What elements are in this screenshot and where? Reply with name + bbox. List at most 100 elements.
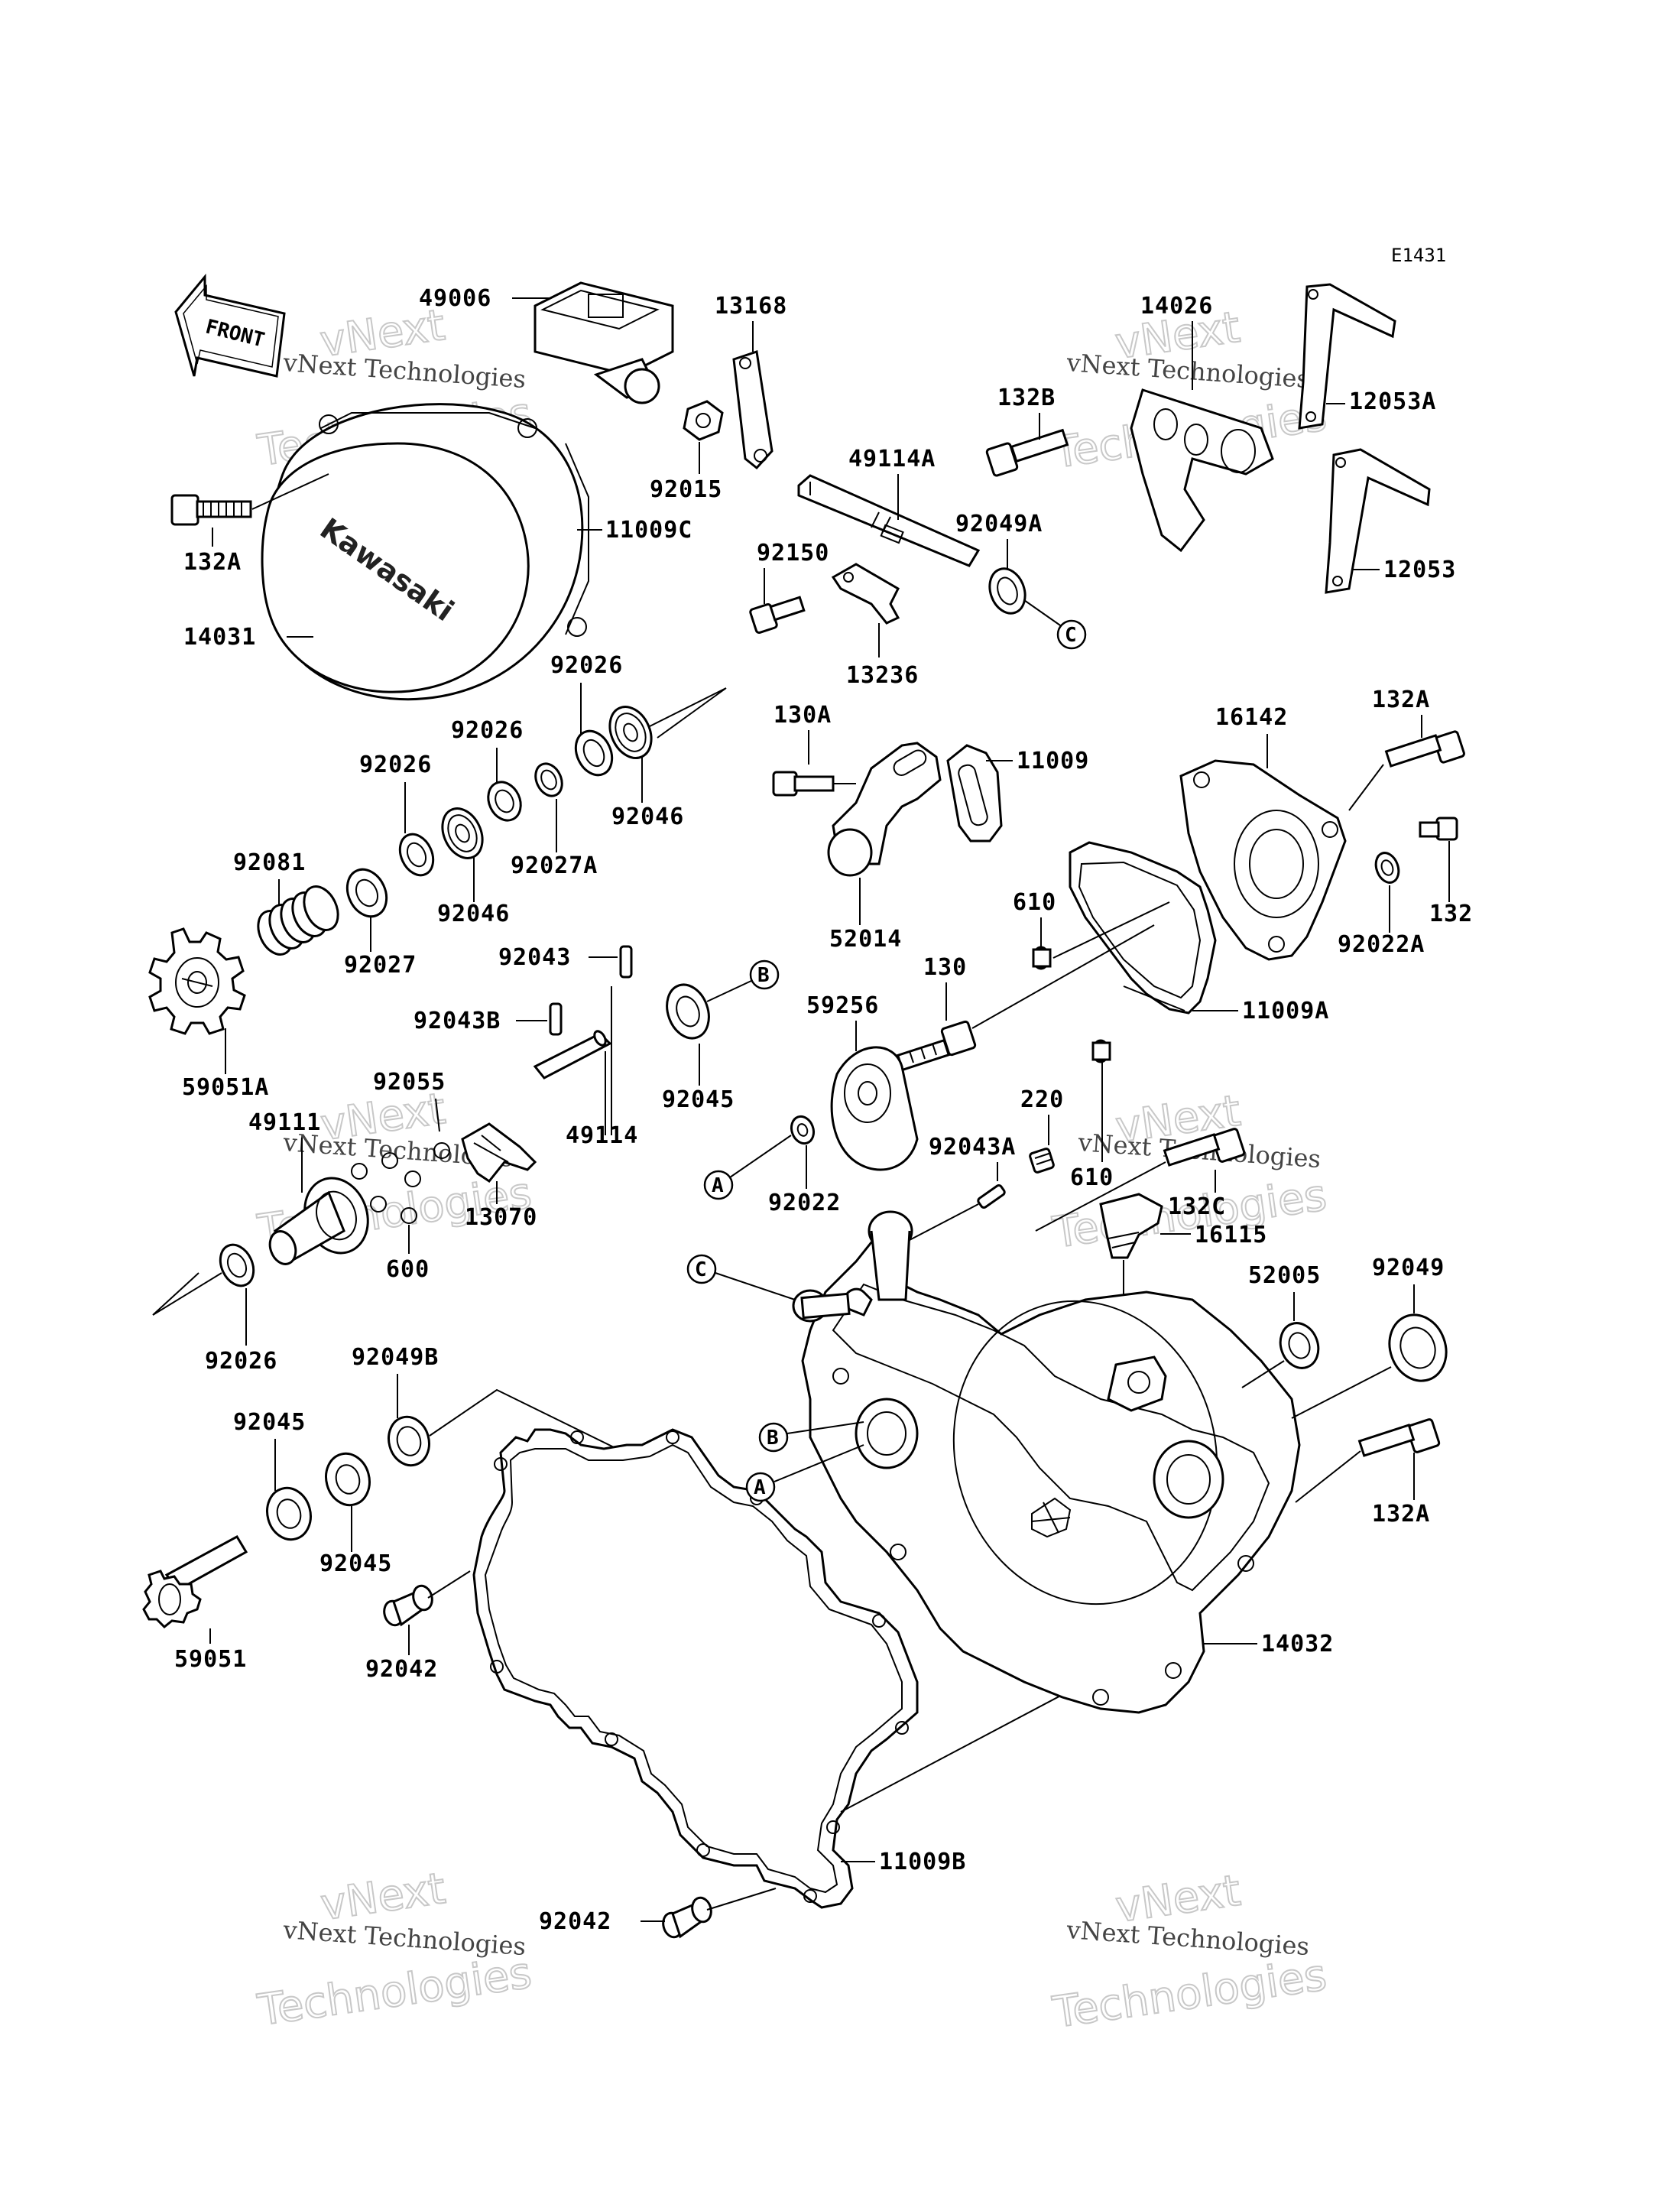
- label-59051: 59051: [174, 1646, 247, 1673]
- label-132a-top: 132A: [183, 549, 242, 576]
- label-11009c: 11009C: [605, 517, 692, 544]
- pump-cover-16142-part: [1179, 759, 1347, 961]
- reference-b-marker: B: [758, 1422, 789, 1453]
- gasket-11009a-part: [1069, 841, 1217, 1015]
- crankcase-cover-14032-part: [792, 1210, 1301, 1714]
- label-92022: 92022: [768, 1190, 841, 1216]
- leader-line: [699, 979, 754, 1086]
- bearing-92045-c-part: [325, 1452, 371, 1507]
- label-12053: 12053: [1383, 557, 1456, 583]
- label-132: 132: [1429, 901, 1473, 927]
- label-92045-a: 92045: [662, 1086, 735, 1113]
- leader-line: [786, 1421, 864, 1434]
- bearing-92045-b-part: [266, 1486, 312, 1541]
- label-52014: 52014: [829, 926, 902, 953]
- bolt-132c-part: [1163, 1128, 1246, 1167]
- leader-line: [1295, 1450, 1415, 1503]
- label-92022a: 92022A: [1338, 931, 1425, 958]
- shaft-49114a-part: [797, 474, 981, 567]
- label-92046-a: 92046: [611, 804, 684, 830]
- seal-92049a-part: [988, 567, 1026, 615]
- label-92043a: 92043A: [929, 1134, 1016, 1161]
- gasket-11009b-part: [472, 1428, 919, 1909]
- label-92049: 92049: [1372, 1255, 1445, 1281]
- label-92081: 92081: [233, 849, 306, 876]
- leader-line: [1348, 715, 1422, 811]
- label-220: 220: [1020, 1086, 1064, 1113]
- label-130: 130: [923, 954, 967, 981]
- leader-line: [971, 924, 1155, 1029]
- washer-92026-d-part: [219, 1243, 255, 1287]
- circlip-92055-part: [433, 1142, 450, 1159]
- label-92026-a: 92026: [550, 652, 623, 679]
- label-92027a: 92027A: [511, 852, 598, 879]
- bracket-14026-part: [1130, 388, 1274, 553]
- leader-line: [649, 687, 727, 739]
- leader-line: [1040, 901, 1170, 959]
- leader-line: [1241, 1292, 1295, 1388]
- reference-c-marker: C: [1056, 619, 1087, 650]
- pin-92043-part: [619, 945, 633, 979]
- impeller-shaft-49111-part: [268, 1177, 369, 1265]
- shaft-49114-part: [533, 1030, 612, 1080]
- label-13168: 13168: [715, 293, 787, 320]
- label-92026-c: 92026: [359, 752, 432, 778]
- label-132c: 132C: [1168, 1193, 1226, 1220]
- svg-text:B: B: [757, 964, 770, 987]
- seal-92049-part: [1388, 1313, 1448, 1382]
- bolt-132a-part: [170, 494, 252, 526]
- dowel-610-a-part: [1032, 946, 1052, 970]
- washer-92022a-part: [1374, 852, 1400, 884]
- reference-c-marker: C: [686, 1254, 717, 1284]
- label-92055: 92055: [373, 1069, 446, 1096]
- label-16115: 16115: [1195, 1222, 1267, 1248]
- watermark-technologies: Technologies: [255, 1948, 534, 2036]
- bearing-92045-a-part: [666, 983, 710, 1040]
- collar-92027-part: [345, 868, 388, 918]
- label-92043: 92043: [498, 944, 571, 971]
- nut-92015-part: [683, 400, 724, 441]
- label-132a-right: 132A: [1372, 687, 1430, 713]
- label-600: 600: [386, 1256, 430, 1283]
- label-610-a: 610: [1013, 889, 1056, 916]
- clamp-13236-part: [831, 563, 900, 625]
- pin-92043a-part: [977, 1184, 1006, 1209]
- dowel-610-b-part: [1091, 1039, 1111, 1063]
- leader-line: [152, 1272, 222, 1316]
- bracket-12053a-part: [1298, 283, 1396, 430]
- leader-line: [774, 1444, 864, 1482]
- diagram-code: E1431: [1391, 245, 1446, 266]
- svg-text:B: B: [767, 1427, 779, 1450]
- label-92026-b: 92026: [451, 717, 524, 744]
- leader-line: [641, 1888, 777, 1922]
- leader-line: [605, 986, 612, 1135]
- label-610-b: 610: [1070, 1164, 1114, 1191]
- label-92045-b: 92045: [233, 1409, 306, 1436]
- leader-line: [301, 1098, 440, 1193]
- label-16142: 16142: [1215, 704, 1288, 731]
- svg-text:A: A: [712, 1174, 724, 1197]
- reference-a-marker: A: [703, 1170, 734, 1200]
- leader-line: [408, 1570, 471, 1655]
- label-59051a: 59051A: [182, 1074, 269, 1101]
- washer-92022-part: [790, 1115, 816, 1145]
- bolt-132b-part: [985, 428, 1069, 477]
- leader-line: [251, 473, 329, 510]
- leader-line: [1123, 985, 1238, 1011]
- label-92045-c: 92045: [319, 1550, 392, 1577]
- label-12053a: 12053A: [1349, 388, 1436, 415]
- balls-600-part: [351, 1152, 421, 1224]
- leader-line: [1035, 1161, 1216, 1232]
- leader-line: [729, 1135, 807, 1189]
- spring-92081-part: [257, 885, 339, 956]
- label-49114a: 49114A: [848, 446, 936, 472]
- dowel-92042-a-part: [383, 1584, 433, 1627]
- bolt-132a-bottom-part: [1357, 1418, 1441, 1457]
- bolt-92150-part: [749, 596, 806, 635]
- gasket-11009-part: [946, 744, 1003, 843]
- gear-59051a-part: [148, 927, 246, 1035]
- gear-59051-part: [142, 1534, 248, 1629]
- label-49006: 49006: [419, 285, 491, 312]
- governor-13070-part: [461, 1122, 537, 1183]
